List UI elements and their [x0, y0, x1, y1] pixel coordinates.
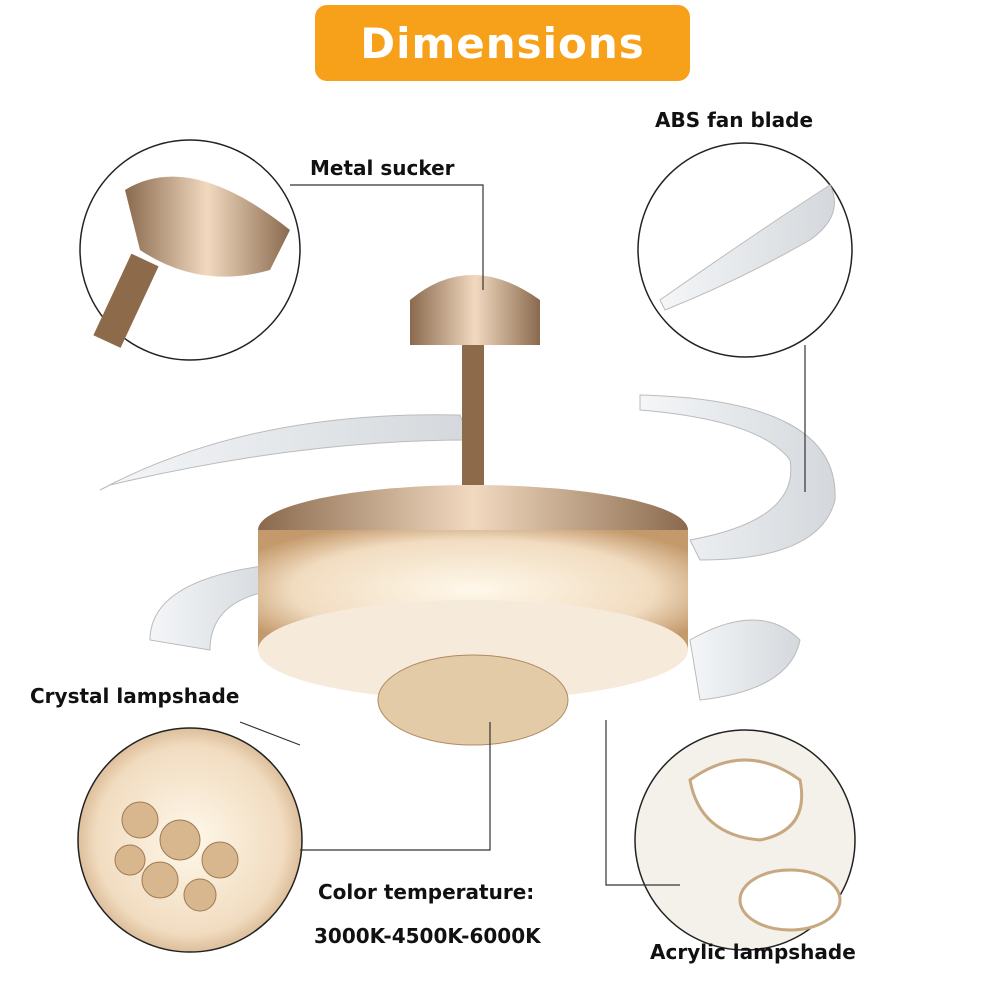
leader-line-color-temp	[300, 722, 491, 851]
leader-line-crystal	[239, 721, 301, 746]
leader-lines	[239, 184, 806, 886]
detail-circle-metal-sucker	[79, 139, 301, 361]
banner-title: Dimensions	[360, 18, 645, 68]
label-abs-fan-blade: ABS fan blade	[655, 108, 814, 132]
dimensions-banner: Dimensions	[315, 5, 690, 81]
detail-circle-fan-blade	[637, 142, 853, 358]
label-crystal-lampshade: Crystal lampshade	[30, 684, 240, 708]
ceiling-fan	[99, 275, 836, 746]
label-color-temperature-range: 3000K-4500K-6000K	[314, 924, 541, 948]
label-color-temperature: Color temperature:	[318, 880, 535, 904]
detail-circle-crystal-lampshade	[77, 727, 303, 953]
label-metal-sucker: Metal sucker	[310, 156, 455, 180]
leader-line-metal-sucker	[290, 184, 484, 290]
leader-line-acrylic	[605, 720, 680, 886]
detail-circle-acrylic-lampshade	[634, 729, 856, 951]
label-acrylic-lampshade: Acrylic lampshade	[650, 940, 856, 964]
